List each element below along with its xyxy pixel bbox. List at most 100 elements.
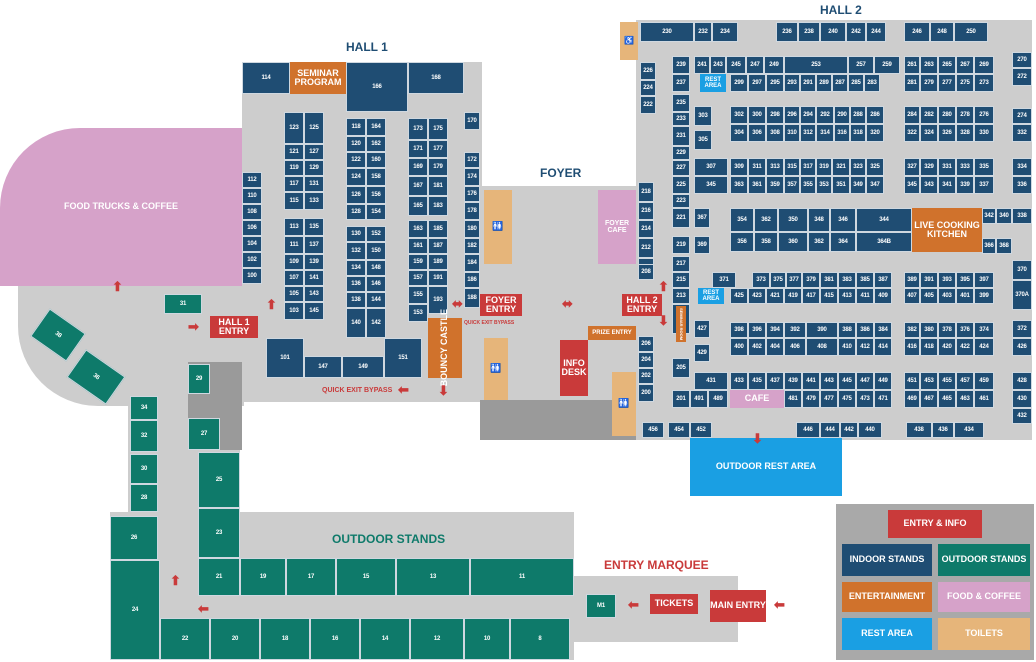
stand-110[interactable]: 110 xyxy=(242,188,262,204)
stand-479[interactable]: 479 xyxy=(802,390,820,408)
stand-100[interactable]: 100 xyxy=(242,268,262,284)
stand-249[interactable]: 249 xyxy=(764,56,784,74)
seminar-program[interactable]: SEMINAR PROGRAM xyxy=(290,62,346,94)
stand-151[interactable]: 151 xyxy=(384,338,422,378)
stand-142[interactable]: 142 xyxy=(366,308,386,338)
stand-328[interactable]: 328 xyxy=(956,124,974,142)
stand-342[interactable]: 342 xyxy=(982,208,996,224)
stand-395[interactable]: 395 xyxy=(956,272,974,288)
stand-143[interactable]: 143 xyxy=(304,286,324,302)
stand-157[interactable]: 157 xyxy=(408,270,428,286)
stand-259[interactable]: 259 xyxy=(874,56,900,74)
stand-141[interactable]: 141 xyxy=(304,270,324,286)
stand-402[interactable]: 402 xyxy=(748,338,766,356)
stand-300[interactable]: 300 xyxy=(748,106,766,124)
stand-372[interactable]: 372 xyxy=(1012,320,1032,338)
rest-area-1[interactable]: REST AREA xyxy=(700,74,726,92)
stand-131[interactable]: 131 xyxy=(304,176,324,192)
stand-380[interactable]: 380 xyxy=(920,322,938,338)
stand-102[interactable]: 102 xyxy=(242,252,262,268)
stand-212[interactable]: 212 xyxy=(638,238,654,258)
outdoor-rest-area[interactable]: OUTDOOR REST AREA xyxy=(690,438,842,496)
stand-146[interactable]: 146 xyxy=(366,276,386,292)
stand-351[interactable]: 351 xyxy=(832,176,850,194)
stand-242[interactable]: 242 xyxy=(846,22,866,42)
stand-30[interactable]: 30 xyxy=(130,454,158,484)
stand-163[interactable]: 163 xyxy=(408,220,428,238)
stand-396[interactable]: 396 xyxy=(748,322,766,338)
stand-306[interactable]: 306 xyxy=(748,124,766,142)
stand-417[interactable]: 417 xyxy=(802,288,820,304)
stand-336[interactable]: 336 xyxy=(1012,176,1032,194)
stand-303[interactable]: 303 xyxy=(694,106,712,126)
stand-174[interactable]: 174 xyxy=(464,168,480,186)
stand-358[interactable]: 358 xyxy=(754,232,778,252)
stand-435[interactable]: 435 xyxy=(748,372,766,390)
stand-250[interactable]: 250 xyxy=(954,22,988,42)
stand-153[interactable]: 153 xyxy=(408,304,428,322)
stand-135[interactable]: 135 xyxy=(304,218,324,236)
stand-164[interactable]: 164 xyxy=(366,118,386,136)
stand-321[interactable]: 321 xyxy=(832,158,850,176)
stand-177[interactable]: 177 xyxy=(428,140,448,158)
stand-240[interactable]: 240 xyxy=(820,22,846,42)
stand-222[interactable]: 222 xyxy=(640,96,656,114)
stand-205[interactable]: 205 xyxy=(672,358,690,378)
stand-225[interactable]: 225 xyxy=(672,176,690,194)
stand-168[interactable]: 168 xyxy=(408,62,464,94)
stand-453[interactable]: 453 xyxy=(920,372,938,390)
stand-446[interactable]: 446 xyxy=(796,422,820,438)
stand-10[interactable]: 10 xyxy=(464,618,510,660)
stand-288[interactable]: 288 xyxy=(850,106,866,124)
stand-193[interactable]: 193 xyxy=(428,286,448,314)
stand-294[interactable]: 294 xyxy=(800,106,816,124)
stand-184[interactable]: 184 xyxy=(464,254,480,272)
stand-439[interactable]: 439 xyxy=(784,372,802,390)
stand-234[interactable]: 234 xyxy=(712,22,738,42)
stand-124[interactable]: 124 xyxy=(346,168,366,186)
stand-179[interactable]: 179 xyxy=(428,158,448,176)
stand-469[interactable]: 469 xyxy=(904,390,920,408)
stand-24[interactable]: 24 xyxy=(110,560,160,660)
stand-426[interactable]: 426 xyxy=(1012,338,1032,356)
stand-367[interactable]: 367 xyxy=(694,208,710,228)
stand-21[interactable]: 21 xyxy=(198,558,240,596)
tickets[interactable]: TICKETS xyxy=(650,594,698,614)
stand-404[interactable]: 404 xyxy=(766,338,784,356)
stand-137[interactable]: 137 xyxy=(304,236,324,254)
stand-159[interactable]: 159 xyxy=(408,254,428,270)
stand-218[interactable]: 218 xyxy=(638,182,654,202)
stand-318[interactable]: 318 xyxy=(850,124,866,142)
stand-130[interactable]: 130 xyxy=(346,226,366,242)
stand-310[interactable]: 310 xyxy=(784,124,800,142)
stand-167[interactable]: 167 xyxy=(408,176,428,196)
stand-415[interactable]: 415 xyxy=(820,288,838,304)
stand-136[interactable]: 136 xyxy=(346,276,366,292)
stand-144[interactable]: 144 xyxy=(366,292,386,308)
stand-213[interactable]: 213 xyxy=(672,288,690,304)
stand-22[interactable]: 22 xyxy=(160,618,210,660)
stand-248[interactable]: 248 xyxy=(930,22,954,42)
stand-107[interactable]: 107 xyxy=(284,270,304,286)
stand-297[interactable]: 297 xyxy=(748,74,766,92)
stand-284[interactable]: 284 xyxy=(904,106,920,124)
stand-392[interactable]: 392 xyxy=(784,322,806,338)
stand-241[interactable]: 241 xyxy=(694,56,710,74)
stand-335[interactable]: 335 xyxy=(974,158,994,176)
stand-274[interactable]: 274 xyxy=(1012,108,1032,124)
seminar-room[interactable]: SEMINAR ROOM xyxy=(676,306,686,342)
stand-226[interactable]: 226 xyxy=(640,62,656,80)
stand-134[interactable]: 134 xyxy=(346,260,366,276)
stand-117[interactable]: 117 xyxy=(284,176,304,192)
stand-237[interactable]: 237 xyxy=(672,74,690,92)
stand-286[interactable]: 286 xyxy=(866,106,884,124)
stand-105[interactable]: 105 xyxy=(284,286,304,302)
stand-434[interactable]: 434 xyxy=(954,422,984,438)
stand-364[interactable]: 364 xyxy=(830,232,856,252)
stand-393[interactable]: 393 xyxy=(938,272,956,288)
stand-444[interactable]: 444 xyxy=(820,422,840,438)
stand-19[interactable]: 19 xyxy=(240,558,286,596)
stand-119[interactable]: 119 xyxy=(284,160,304,176)
stand-362a[interactable]: 362 xyxy=(754,208,778,232)
stand-281[interactable]: 281 xyxy=(904,74,920,92)
